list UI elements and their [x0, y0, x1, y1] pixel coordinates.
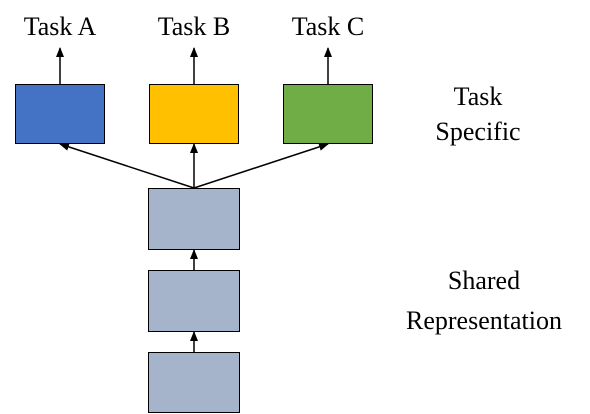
task-b-box: [149, 84, 239, 144]
task-b-label: Task B: [157, 12, 231, 41]
shared-layer-top: [148, 188, 240, 250]
shared-to-task-a-arrow: [59, 143, 195, 189]
task-c-box: [283, 84, 373, 144]
task-specific-label-line1: Task: [453, 82, 503, 111]
task-c-label: Task C: [291, 12, 365, 41]
shared-label-line1: Shared: [447, 266, 521, 295]
shared-layer-bottom: [148, 352, 240, 413]
shared-label-line2: Representation: [406, 306, 562, 335]
shared-layer-middle: [148, 270, 240, 332]
shared-to-task-c-arrow: [193, 143, 329, 189]
task-a-label: Task A: [23, 12, 97, 41]
task-specific-label-line2: Specific: [435, 117, 521, 146]
task-a-box: [15, 84, 105, 144]
